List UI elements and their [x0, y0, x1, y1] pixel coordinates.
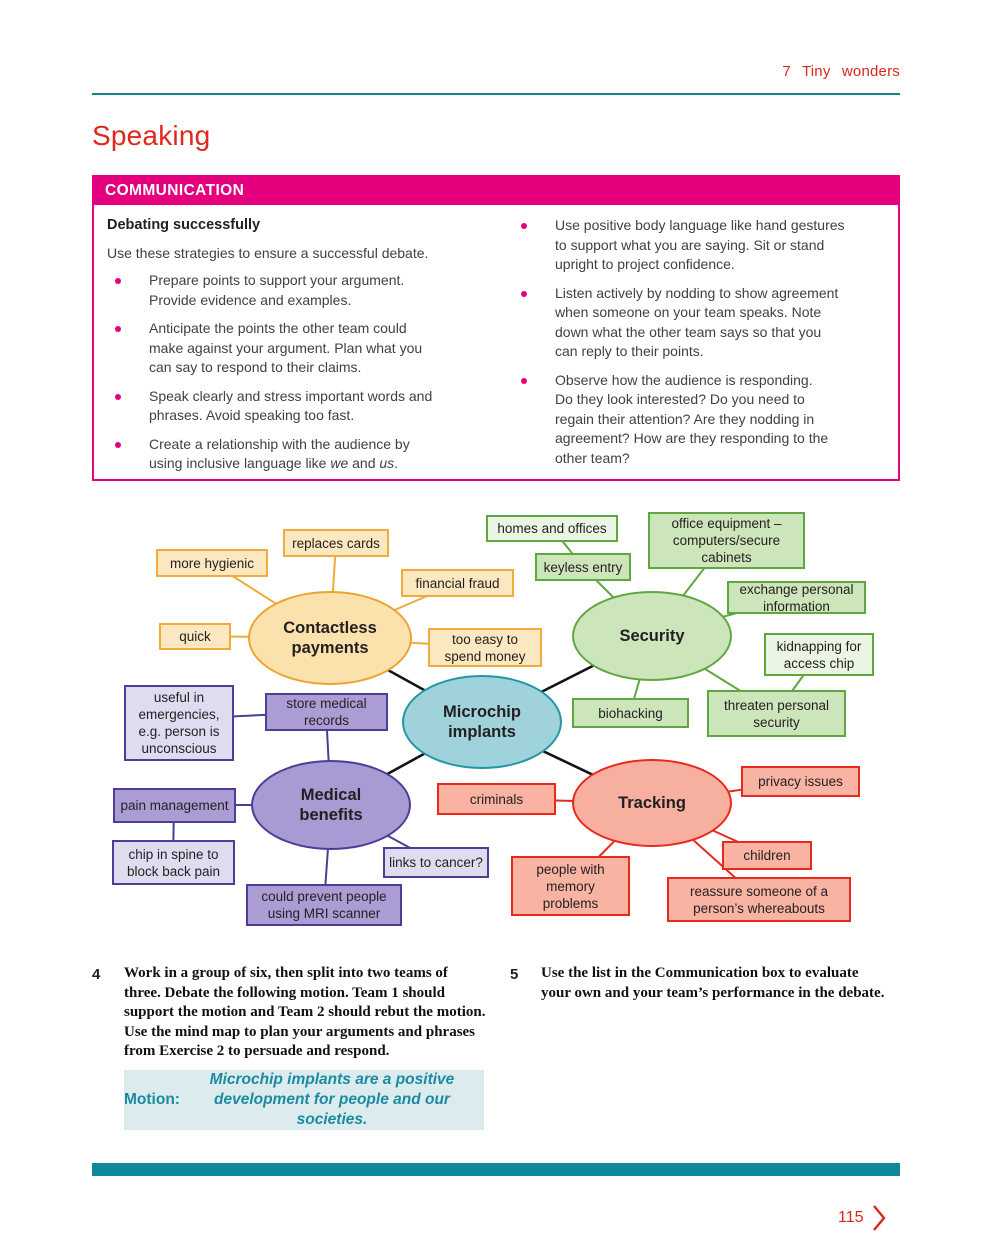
mindmap-node-could-prevent-mri: could prevent people using MRI scanner — [246, 884, 402, 926]
motion-box: Motion: Microchip implants are a positiv… — [124, 1070, 484, 1130]
communication-left-column: Debating successfully Use these strategi… — [107, 216, 499, 483]
mindmap-node-store-medical-records: store medical records — [265, 693, 388, 731]
exercise-4-number: 4 — [92, 966, 101, 983]
page-number-row: 115 — [838, 1204, 887, 1232]
mindmap-node-financial-fraud: financial fraud — [401, 569, 514, 597]
mindmap-node-links-to-cancer: links to cancer? — [383, 847, 489, 878]
footer-bar — [92, 1163, 900, 1176]
mindmap-node-exchange-personal-information: exchange personal information — [727, 581, 866, 614]
mindmap-node-people-with-memory-problems: people with memory problems — [511, 856, 630, 916]
mindmap-node-tracking: Tracking — [572, 759, 732, 847]
bullet-dot-icon — [521, 290, 527, 297]
bullet-item: Create a relationship with the audience … — [107, 435, 499, 474]
bullet-text: Anticipate the points the other team cou… — [149, 320, 423, 375]
mindmap-node-chip-in-spine: chip in spine to block back pain — [112, 840, 235, 885]
bullet-dot-icon — [521, 223, 527, 229]
mindmap-node-biohacking: biohacking — [572, 698, 689, 728]
mindmap-node-quick: quick — [159, 623, 231, 650]
bullet-dot-icon — [115, 441, 121, 448]
bullet-item: Use positive body language like hand ges… — [513, 216, 895, 275]
mindmap-node-microchip-implants: Microchip implants — [402, 675, 562, 769]
communication-box-header: COMMUNICATION — [94, 177, 898, 205]
mindmap-node-more-hygienic: more hygienic — [156, 549, 268, 577]
bullet-text: Use positive body language like hand ges… — [555, 217, 845, 272]
mindmap-diagram: Contactless payments Security Microchip … — [90, 500, 910, 940]
mindmap-node-security: Security — [572, 591, 732, 681]
mindmap-node-reassure-whereabouts: reassure someone of a person’s whereabou… — [667, 877, 851, 922]
exercise-5-text: Use the list in the Communication box to… — [541, 965, 885, 1001]
mindmap-node-medical-benefits: Medical benefits — [251, 760, 411, 850]
mindmap-node-replaces-cards: replaces cards — [283, 529, 389, 557]
bullet-text: Speak clearly and stress important words… — [149, 387, 433, 424]
bullet-text: Prepare points to support your argument.… — [149, 272, 405, 308]
bullet-dot-icon — [115, 326, 121, 332]
mindmap-node-keyless-entry: keyless entry — [535, 553, 631, 581]
chevron-right-icon — [872, 1205, 886, 1231]
mindmap-node-contactless-payments: Contactless payments — [248, 591, 412, 685]
communication-right-column: Use positive body language like hand ges… — [513, 216, 895, 477]
bullet-item: Speak clearly and stress important words… — [107, 387, 499, 426]
page-number: 115 — [838, 1209, 864, 1226]
mindmap-node-children: children — [722, 841, 812, 870]
page-title: Speaking — [92, 120, 211, 151]
mindmap-node-threaten-personal-security: threaten personal security — [707, 690, 846, 737]
exercise-4-text: Work in a group of six, then split into … — [124, 965, 486, 1059]
bullet-dot-icon — [115, 278, 121, 284]
communication-box: COMMUNICATION Debating successfully Use … — [92, 175, 900, 481]
bullet-dot-icon — [521, 377, 527, 384]
bullet-item: Prepare points to support your argument.… — [107, 271, 499, 310]
communication-intro: Use these strategies to ensure a success… — [107, 244, 429, 261]
bullet-item: Observe how the audience is responding. … — [513, 371, 895, 469]
mindmap-node-pain-management: pain management — [113, 788, 236, 823]
communication-subtitle: Debating successfully — [107, 217, 261, 233]
bullet-item: Anticipate the points the other team cou… — [107, 319, 499, 378]
bullet-text: Listen actively by nodding to show agree… — [555, 284, 839, 360]
mindmap-node-criminals: criminals — [437, 783, 556, 815]
mindmap-node-office-equipment: office equipment – computers/secure cabi… — [648, 512, 805, 569]
exercise-5-number: 5 — [510, 966, 519, 983]
mindmap-node-too-easy-to-spend: too easy to spend money — [428, 628, 542, 667]
mindmap-node-useful-in-emergencies: useful in emergencies, e.g. person is un… — [124, 685, 234, 761]
bullet-text: Observe how the audience is responding. … — [555, 371, 829, 466]
mindmap-node-kidnapping-for-access-chip: kidnapping for access chip — [764, 633, 874, 676]
bullet-item: Listen actively by nodding to show agree… — [513, 284, 895, 362]
bullet-text: Create a relationship with the audience … — [149, 435, 410, 472]
header-rule — [92, 93, 900, 95]
mindmap-node-privacy-issues: privacy issues — [741, 766, 860, 797]
chapter-header: 7 Tiny wonders — [782, 63, 900, 80]
mindmap-node-homes-and-offices: homes and offices — [486, 515, 618, 542]
bullet-dot-icon — [115, 393, 121, 400]
